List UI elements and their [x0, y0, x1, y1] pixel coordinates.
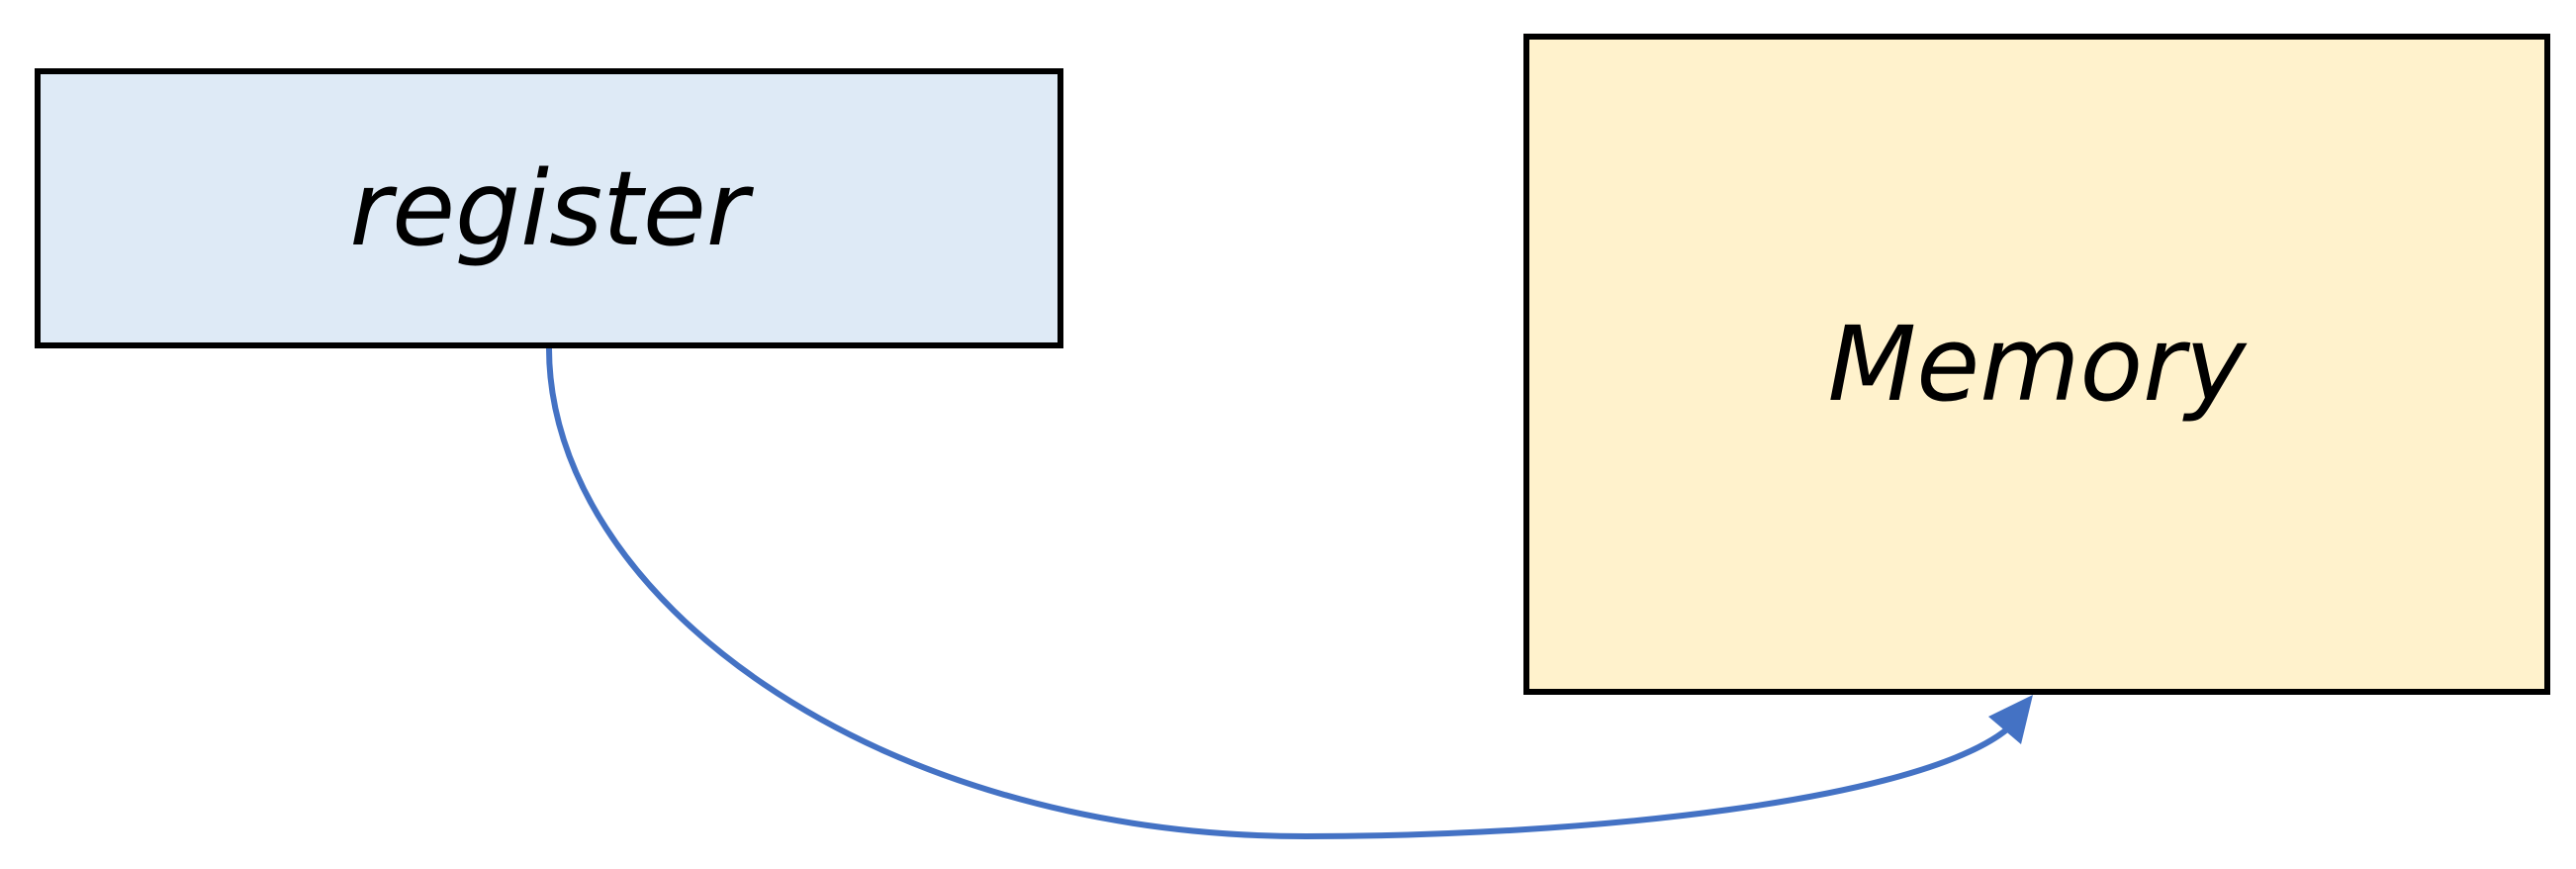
memory-label: Memory: [1827, 304, 2247, 425]
register-label: register: [349, 147, 749, 269]
memory-box: Memory: [1523, 34, 2550, 695]
connector-arrowhead: [1988, 695, 2033, 744]
register-box: register: [35, 68, 1063, 348]
